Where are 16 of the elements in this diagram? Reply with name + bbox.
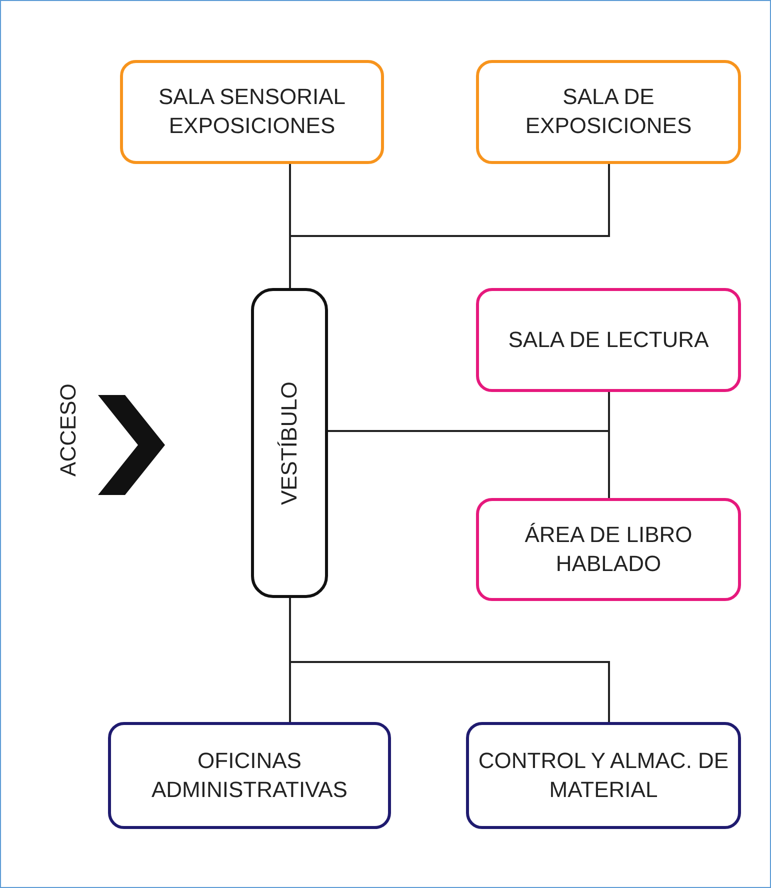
room-box [476,498,741,601]
room-box [466,722,741,829]
room-label: VESTÍBULO [275,381,302,505]
room-box [108,722,391,829]
room-box [120,60,384,164]
room-label: SALA DE LECTURA [508,326,709,354]
room-label: OFICINAS ADMINISTRATIVAS [150,746,348,804]
vestibule-box [251,288,328,598]
entrance-label: ACCESO [54,384,81,476]
room-box [476,288,741,392]
room-label: ÁREA DE LIBRO HABLADO [524,520,694,578]
room-box [476,60,741,164]
room-label: CONTROL Y ALMAC. DE MATERIAL [477,746,730,804]
connector-line [328,430,610,498]
room-label: SALA DE EXPOSICIONES [524,83,693,140]
room-label: SALA SENSORIAL EXPOSICIONES [157,83,347,140]
